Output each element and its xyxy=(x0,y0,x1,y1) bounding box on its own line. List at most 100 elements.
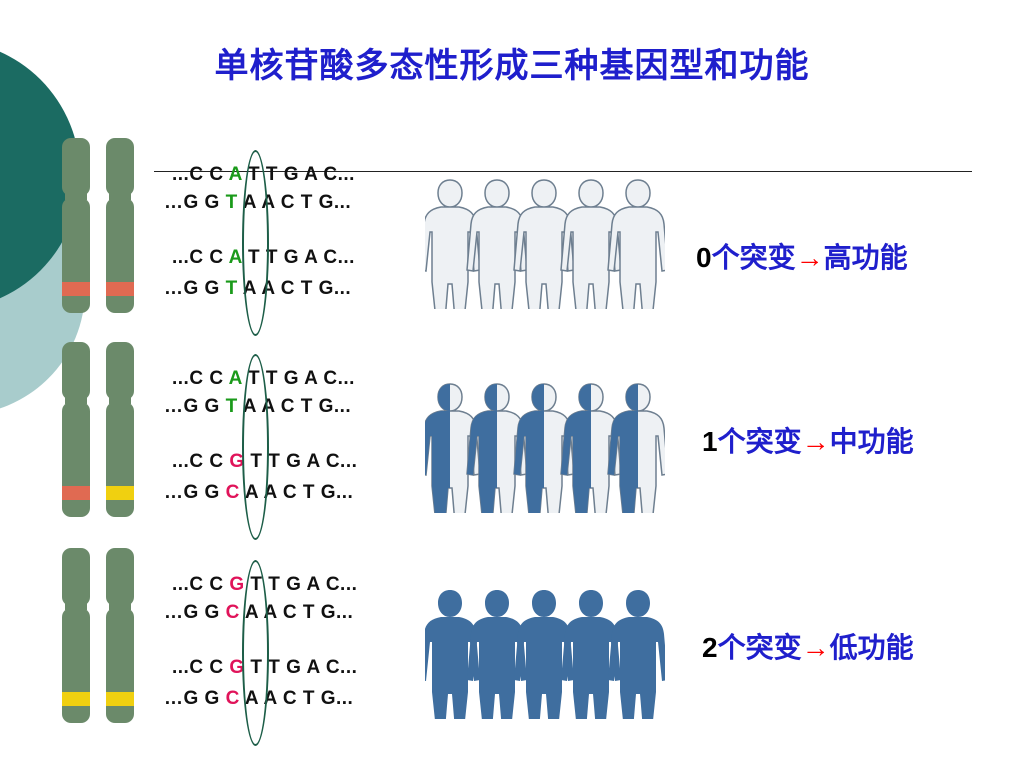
people-group xyxy=(425,383,665,513)
function-level: 高功能 xyxy=(823,242,908,273)
chromosome xyxy=(106,138,134,313)
snp-base: T xyxy=(225,396,238,417)
person-figure xyxy=(607,179,665,309)
person-body xyxy=(425,179,481,309)
person-body xyxy=(466,179,528,309)
person-body xyxy=(514,590,574,719)
strand-prefix: ...C C xyxy=(172,657,230,678)
dna-strand: …G G T A A C T G... xyxy=(164,396,351,418)
dna-strand: …G G C A A C T G... xyxy=(164,482,353,504)
mutation-count: 2 xyxy=(702,632,718,663)
person-figure xyxy=(425,383,481,513)
snp-band-yellow xyxy=(106,692,134,706)
chromosome-arm-short xyxy=(62,138,90,196)
person-body xyxy=(608,590,665,719)
centromere xyxy=(109,600,131,610)
mutation-count: 0 xyxy=(696,242,712,273)
dna-strand: ...C C A T T G A C... xyxy=(172,368,355,390)
person-figure xyxy=(513,383,575,513)
snp-band-yellow xyxy=(62,692,90,706)
strand-suffix: A A C T G... xyxy=(239,688,354,709)
snp-base: G xyxy=(229,451,245,472)
person-figure xyxy=(561,590,621,719)
snp-base: A xyxy=(228,368,243,389)
person-body-dark-half xyxy=(514,384,544,513)
snp-highlight-oval xyxy=(242,150,269,336)
dna-strand: …G G C A A C T G... xyxy=(164,688,353,710)
strand-prefix: ...C C xyxy=(172,164,229,185)
snp-base: C xyxy=(225,602,240,623)
arrow-icon: → xyxy=(801,632,830,663)
dna-strand: …G G T A A C T G... xyxy=(164,278,351,300)
snp-highlight-oval xyxy=(242,354,269,540)
dna-strand: ...C C A T T G A C... xyxy=(172,247,355,269)
strand-prefix: …G G xyxy=(164,688,226,709)
strand-prefix: …G G xyxy=(164,278,226,299)
centromere xyxy=(109,190,131,200)
snp-band-red xyxy=(106,282,134,296)
strand-suffix: A A C T G... xyxy=(237,396,352,417)
mutation-count: 1 xyxy=(702,426,718,457)
strand-suffix: A A C T G... xyxy=(237,192,352,213)
dna-strand: ...C C G T T G A C... xyxy=(172,451,357,473)
person-body-dark-half xyxy=(561,384,591,513)
centromere xyxy=(65,190,87,200)
strand-suffix: T T G A C... xyxy=(244,451,358,472)
snp-band-red xyxy=(62,282,90,296)
dark-circle xyxy=(0,51,80,299)
person-figure xyxy=(560,179,622,309)
genotype-function-label: 1个突变→中功能 xyxy=(702,420,914,460)
strand-suffix: T T G A C... xyxy=(242,164,355,185)
genotype-function-label: 2个突变→低功能 xyxy=(702,626,914,666)
person-body xyxy=(561,590,621,719)
arrow-icon: → xyxy=(795,242,824,273)
strand-prefix: ...C C xyxy=(172,368,229,389)
centromere xyxy=(65,394,87,404)
strand-prefix: …G G xyxy=(164,192,226,213)
chromosome xyxy=(106,548,134,723)
dna-strand: …G G T A A C T G... xyxy=(164,192,351,214)
chromosome-arm-short xyxy=(106,548,134,606)
function-level: 中功能 xyxy=(829,426,914,457)
function-level: 低功能 xyxy=(829,632,914,663)
snp-base: C xyxy=(225,688,240,709)
person-body-dark-half xyxy=(425,384,450,513)
dna-strand: ...C C G T T G A C... xyxy=(172,574,357,596)
person-body-dark-half xyxy=(467,384,497,513)
strand-prefix: …G G xyxy=(164,602,226,623)
dna-strand: ...C C A T T G A C... xyxy=(172,164,355,186)
chromosome xyxy=(106,342,134,517)
chromosome-arm-short xyxy=(106,138,134,196)
person-body xyxy=(425,590,480,719)
mutation-text: 个突变 xyxy=(711,242,796,273)
people-group xyxy=(425,179,665,309)
strand-suffix: A A C T G... xyxy=(237,278,352,299)
person-body xyxy=(513,179,575,309)
strand-suffix: T T G A C... xyxy=(244,657,358,678)
snp-base: A xyxy=(228,247,243,268)
person-figure xyxy=(466,179,528,309)
snp-band-yellow xyxy=(106,486,134,500)
person-figure xyxy=(514,590,574,719)
chromosome xyxy=(62,548,90,723)
dna-strand: …G G C A A C T G... xyxy=(164,602,353,624)
person-figure xyxy=(608,590,665,719)
page-title: 单核苷酸多态性形成三种基因型和功能 xyxy=(214,47,810,85)
person-figure xyxy=(560,383,622,513)
strand-prefix: ...C C xyxy=(172,451,230,472)
strand-prefix: ...C C xyxy=(172,247,229,268)
snp-base: G xyxy=(229,574,245,595)
mutation-text: 个突变 xyxy=(717,426,802,457)
strand-prefix: …G G xyxy=(164,482,226,503)
strand-suffix: T T G A C... xyxy=(244,574,358,595)
snp-base: G xyxy=(229,657,245,678)
person-body xyxy=(560,179,622,309)
people-group xyxy=(425,590,665,719)
strand-suffix: A A C T G... xyxy=(239,602,354,623)
strand-prefix: ...C C xyxy=(172,574,230,595)
dna-strand: ...C C G T T G A C... xyxy=(172,657,357,679)
snp-band-red xyxy=(62,486,90,500)
snp-base: A xyxy=(228,164,243,185)
person-body xyxy=(467,590,527,719)
snp-highlight-oval xyxy=(242,560,269,746)
